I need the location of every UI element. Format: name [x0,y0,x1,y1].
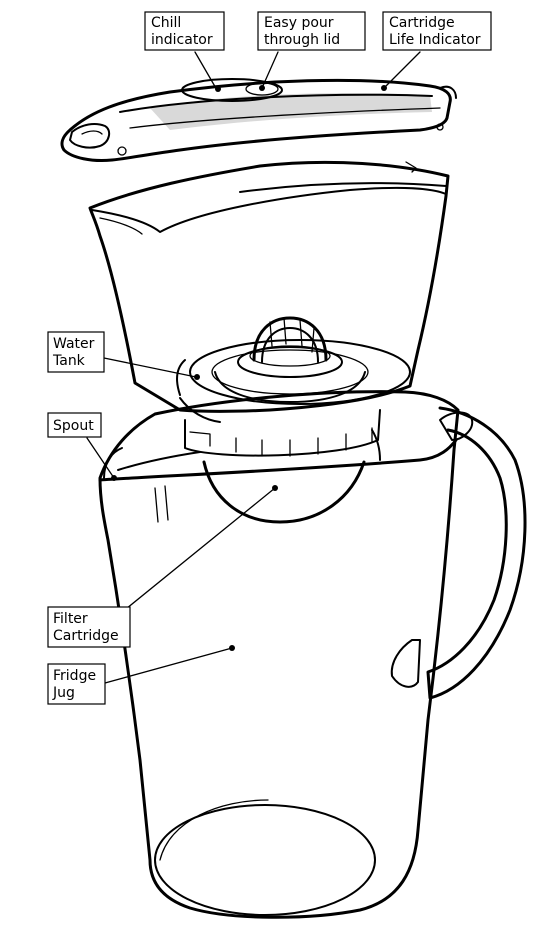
leader-water-tank [103,357,197,378]
label-cartridge-life-line1: Cartridge [389,15,455,31]
label-spout: Spout [47,412,102,438]
label-filter-cartridge-line1: Filter [53,611,88,627]
label-cartridge-life-line2: Life Indicator [389,32,481,48]
leader-fridge-jug [104,647,233,684]
label-chill-indicator-line1: Chill [151,15,181,31]
filter-cartridge [184,409,381,524]
label-fridge-jug-line1: Fridge [53,668,96,684]
label-chill-indicator: Chill indicator [144,11,225,51]
leader-lines [86,51,421,684]
label-filter-cartridge: Filter Cartridge [47,606,131,648]
lid [60,78,457,162]
leader-chill [194,51,218,91]
water-tank [88,160,450,423]
fridge-jug [98,390,527,919]
leader-filter-cartridge [104,487,276,627]
label-filter-cartridge-line2: Cartridge [53,628,119,644]
leader-fridge-jug-dot [229,645,235,651]
label-spout-text: Spout [53,418,94,434]
leader-cartridge-life [383,51,421,89]
leader-filter-cartridge-dot [272,485,278,491]
label-chill-indicator-line2: indicator [151,32,213,48]
label-fridge-jug: Fridge Jug [47,663,106,705]
leader-water-tank-dot [194,374,200,380]
leader-easy-pour-dot [259,85,265,91]
label-fridge-jug-line2: Jug [52,685,75,701]
leader-spout [86,437,115,479]
leader-chill-dot [215,86,221,92]
label-water-tank-line1: Water [53,336,95,352]
label-easy-pour-line2: through lid [264,32,340,48]
leader-spout-dot [111,475,117,481]
label-water-tank-line2: Tank [52,353,86,369]
leader-easy-pour [261,51,279,89]
label-easy-pour-line1: Easy pour [264,15,334,31]
leader-cartridge-life-dot [381,85,387,91]
label-water-tank: Water Tank [47,331,105,373]
label-easy-pour: Easy pour through lid [257,11,366,51]
label-cartridge-life: Cartridge Life Indicator [382,11,492,51]
